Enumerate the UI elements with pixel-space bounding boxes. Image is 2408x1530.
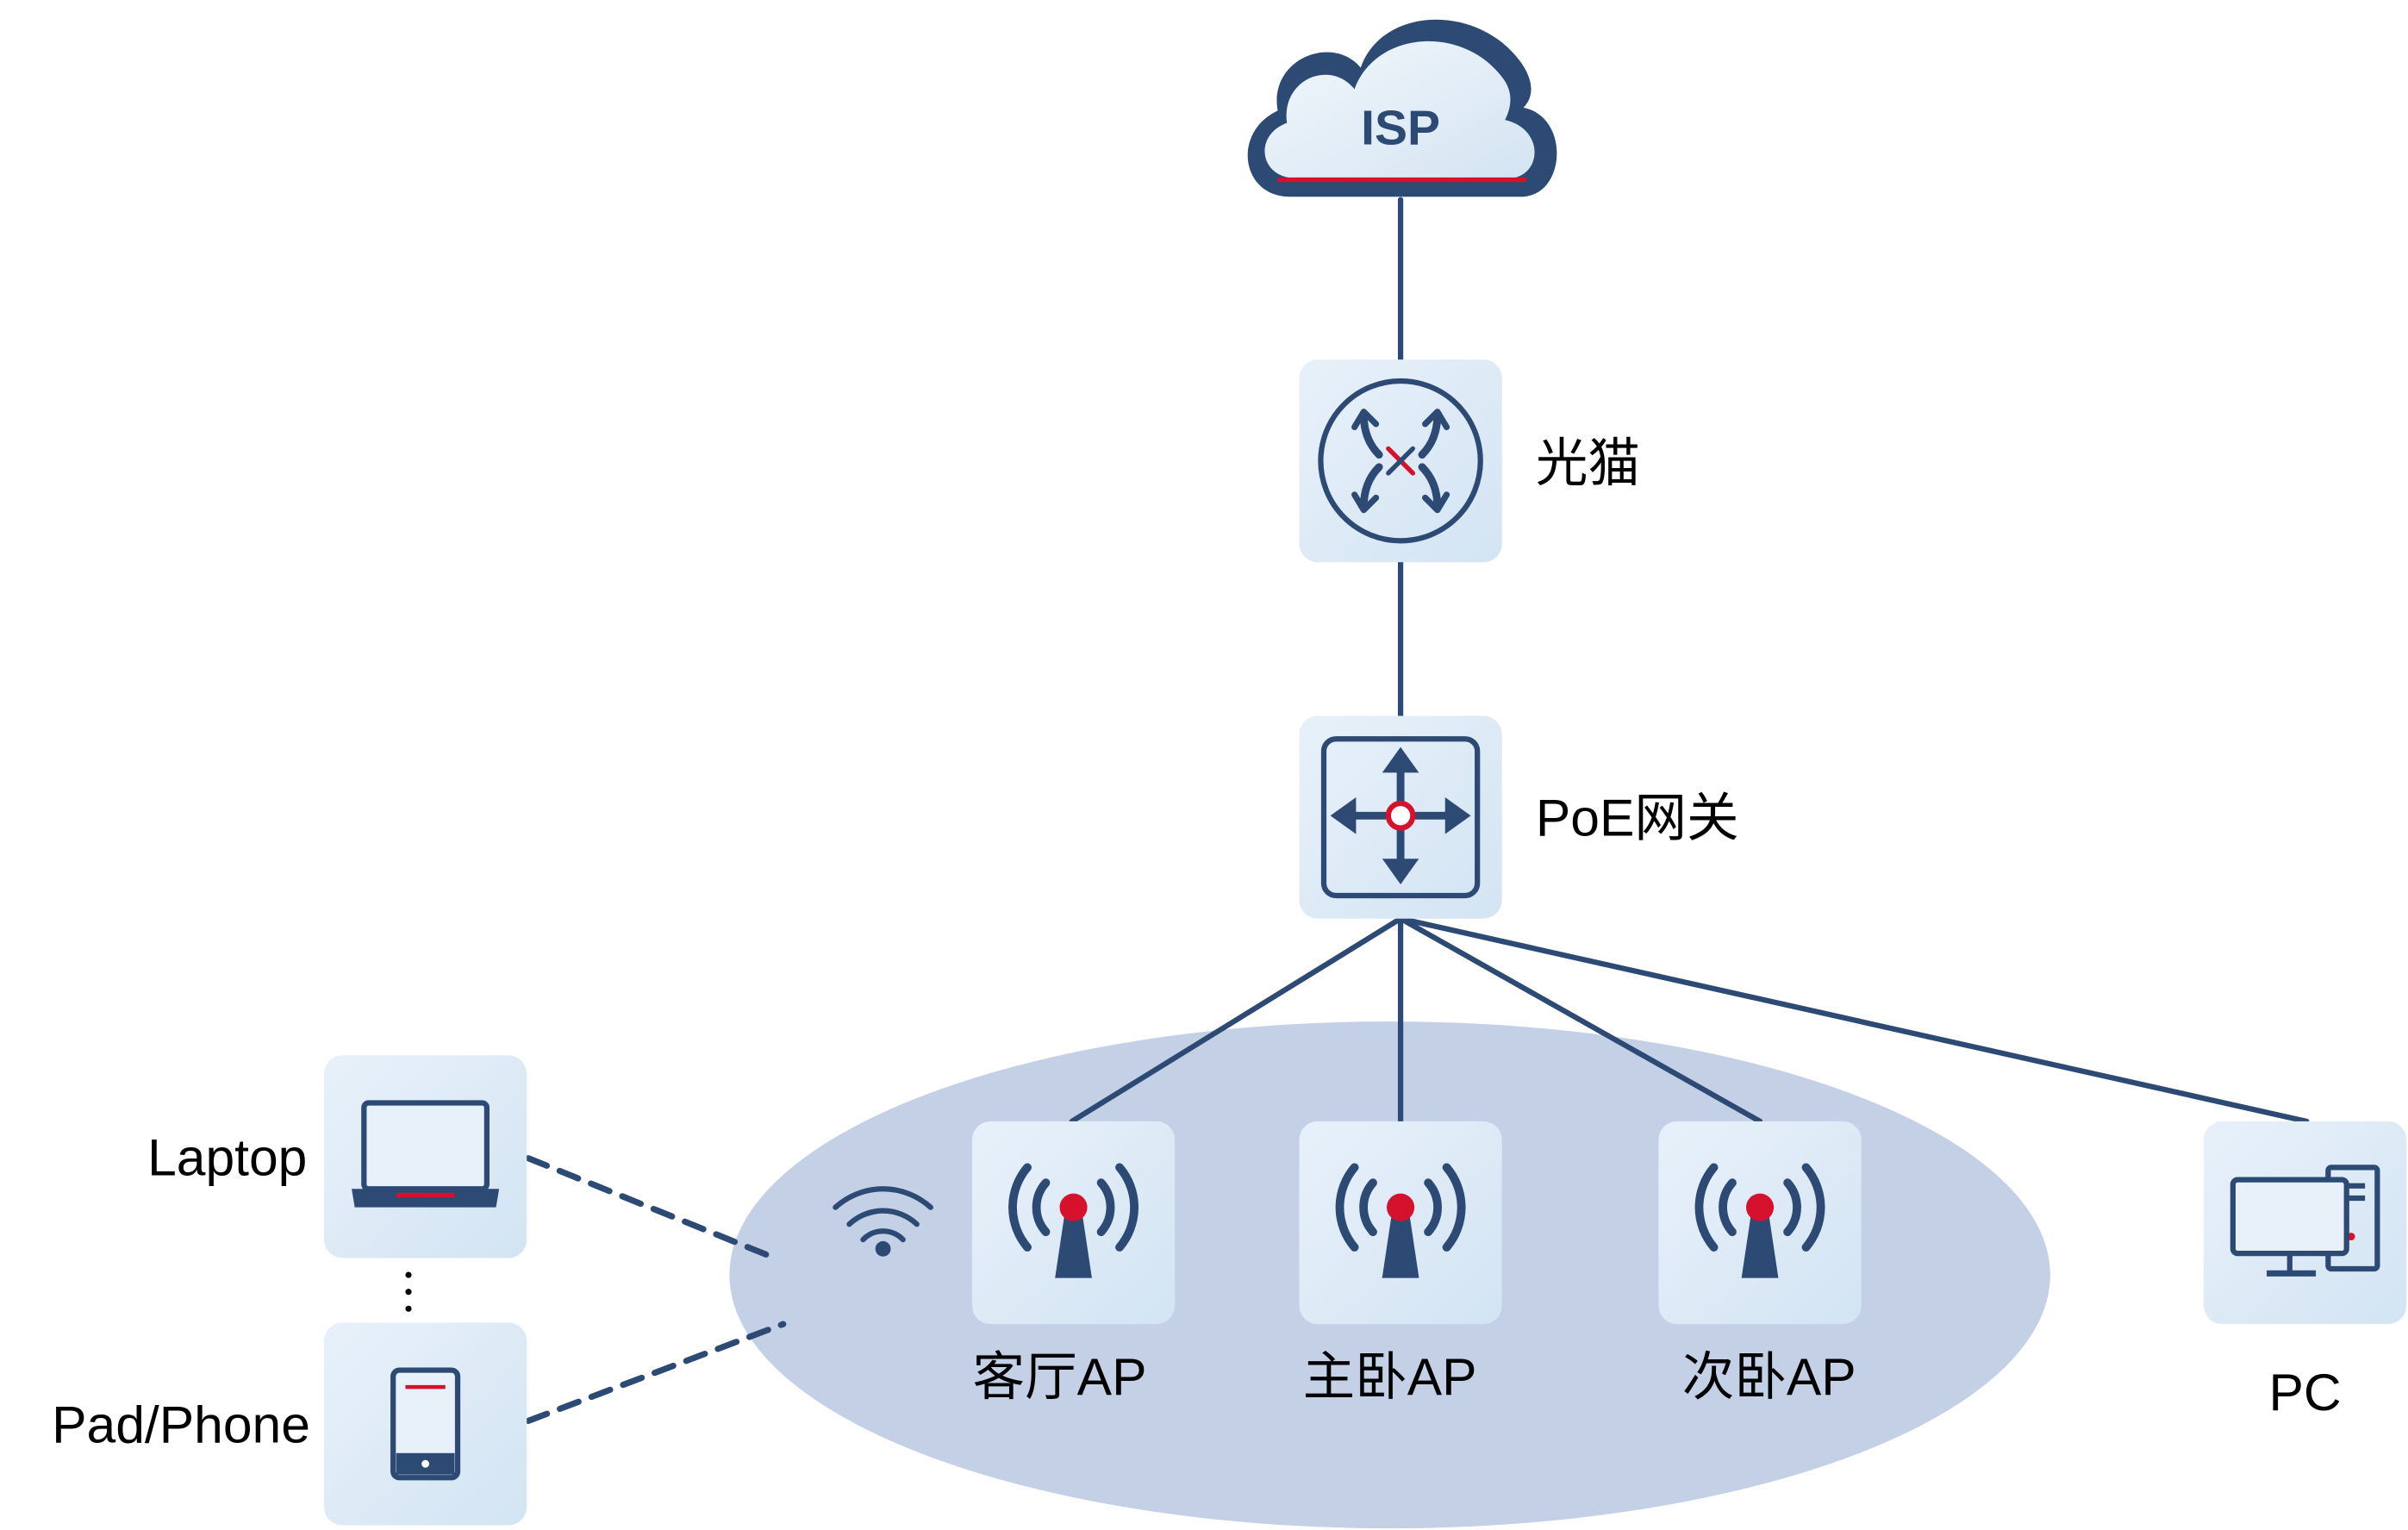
gateway-label: PoE网关 xyxy=(1536,788,1739,846)
gateway-node: PoE网关 xyxy=(1299,715,1739,919)
cloud-icon xyxy=(1247,19,1557,197)
pad-phone-node: Pad/Phone xyxy=(52,1322,527,1526)
modem-label: 光猫 xyxy=(1536,434,1640,492)
link-laptop-wireless xyxy=(525,1155,775,1260)
link-gateway-pc xyxy=(1397,915,2310,1125)
link-pad-phone-wireless xyxy=(525,1321,787,1424)
pad-phone-label: Pad/Phone xyxy=(52,1395,310,1453)
access-point-icon xyxy=(1008,1163,1138,1278)
wired-links xyxy=(1069,197,2310,1125)
ap-living-node: 客厅AP xyxy=(971,1121,1176,1406)
gateway-icon xyxy=(1320,736,1481,899)
optical-modem-node: 光猫 xyxy=(1299,359,1640,563)
wireless-links xyxy=(525,1155,787,1424)
pc-label: PC xyxy=(2269,1363,2342,1421)
access-point-icon xyxy=(1694,1163,1825,1278)
access-point-icon xyxy=(1335,1163,1466,1278)
ap-master-node: 主卧AP xyxy=(1299,1121,1502,1406)
desktop-pc-icon xyxy=(2230,1165,2380,1277)
link-gateway-ap-living xyxy=(1069,915,1404,1125)
laptop-icon xyxy=(352,1100,500,1208)
ap-living-label: 客厅AP xyxy=(973,1347,1147,1406)
wifi-signal-icon xyxy=(833,1186,933,1257)
laptop-node: Laptop xyxy=(147,1055,527,1258)
laptop-label: Laptop xyxy=(147,1127,307,1186)
more-devices-ellipsis xyxy=(405,1271,412,1312)
tablet-icon xyxy=(390,1367,461,1481)
ap-master-label: 主卧AP xyxy=(1303,1347,1477,1406)
optical-modem-icon xyxy=(1318,378,1483,544)
ap-second-label: 次卧AP xyxy=(1682,1347,1856,1406)
isp-node: ISP xyxy=(1247,19,1557,197)
isp-label: ISP xyxy=(1361,101,1440,156)
link-gateway-ap-second xyxy=(1397,915,1763,1125)
pc-node: PC xyxy=(2204,1121,2407,1421)
ap-second-node: 次卧AP xyxy=(1658,1121,1862,1406)
